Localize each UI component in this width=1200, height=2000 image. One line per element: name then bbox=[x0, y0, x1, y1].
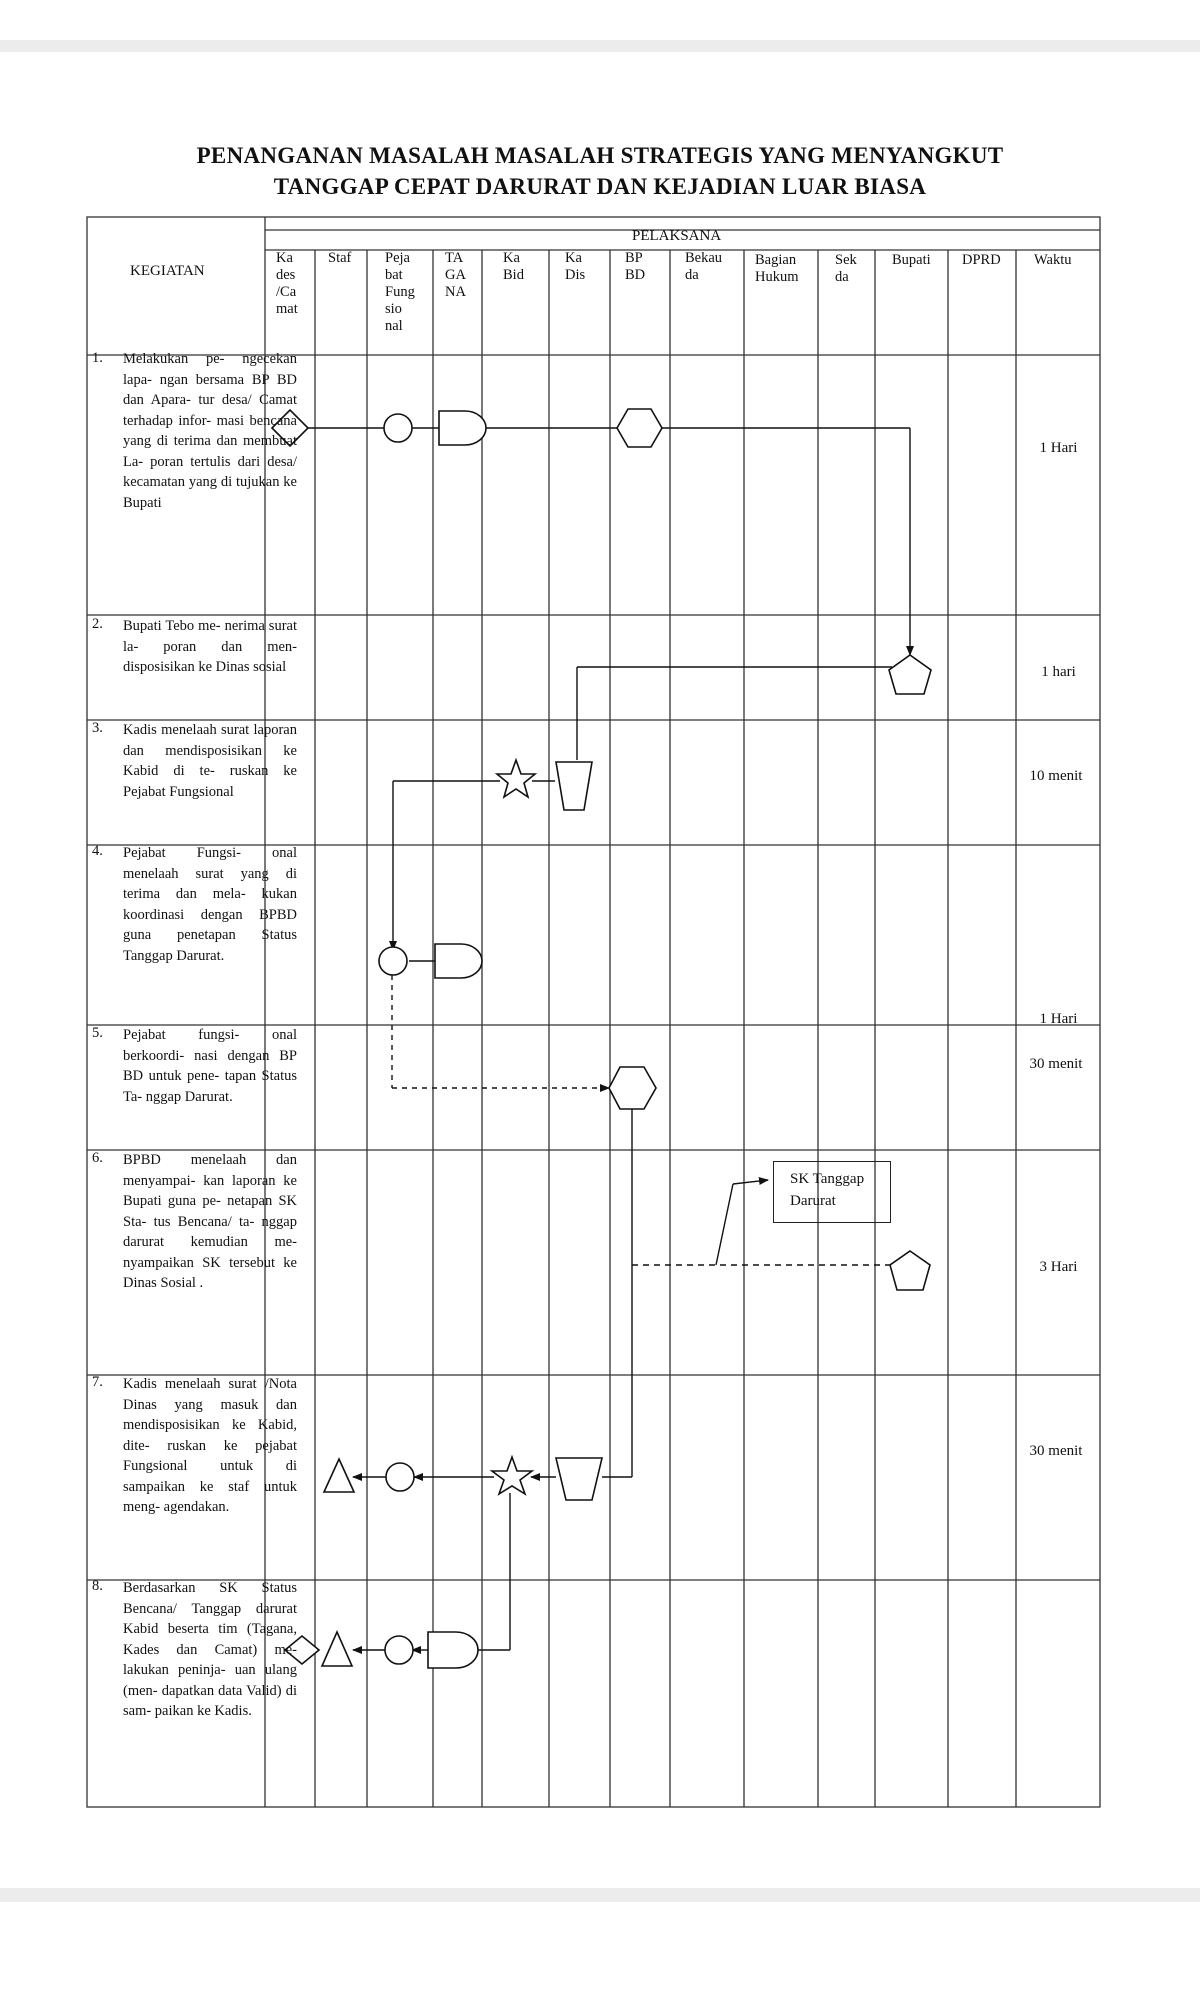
col-line: Hukum bbox=[755, 269, 799, 285]
triangle-symbol bbox=[322, 1457, 356, 1493]
pentagon-symbol bbox=[889, 1250, 931, 1291]
activity-text: Kadis menelaah surat /Nota Dinas yang ma… bbox=[123, 1376, 297, 1515]
col-line: Ka bbox=[503, 250, 520, 266]
col-line: Dis bbox=[565, 267, 586, 283]
column-header-sekda: Sek da bbox=[835, 252, 857, 286]
activity-text: Bupati Tebo me- nerima surat la- poran d… bbox=[123, 618, 297, 675]
activity-text: Kadis menelaah surat laporan dan mendisp… bbox=[123, 722, 297, 800]
column-header-bupati: Bupati bbox=[892, 252, 931, 269]
column-header-waktu: Waktu bbox=[1034, 252, 1072, 268]
row-number: 5. bbox=[92, 1025, 103, 1041]
col-line: Bekau bbox=[685, 250, 723, 266]
row-number: 8. bbox=[92, 1578, 103, 1594]
pentagon-symbol bbox=[888, 654, 932, 695]
activity-time: 1 Hari bbox=[1039, 1011, 1078, 1027]
activity-time: 10 menit bbox=[1029, 768, 1083, 784]
col-line: Ka bbox=[276, 250, 293, 266]
col-line: Bid bbox=[503, 267, 524, 283]
sk-box-line1: SK Tanggap bbox=[790, 1171, 865, 1187]
column-header-bekauda: Bekau da bbox=[685, 250, 722, 284]
row-number: 7. bbox=[92, 1374, 103, 1390]
column-header-staf: Staf bbox=[328, 250, 351, 267]
column-header-dprd: DPRD bbox=[962, 252, 1001, 269]
document-title-line1: PENANGANAN MASALAH MASALAH STRATEGIS YAN… bbox=[196, 143, 1004, 168]
row-number: 4. bbox=[92, 843, 103, 859]
col-line: BP bbox=[625, 250, 643, 266]
diamond-symbol bbox=[270, 408, 310, 448]
activity-time: 1 Hari bbox=[1039, 440, 1078, 456]
col-line: Ka bbox=[565, 250, 582, 266]
activity-time: 30 menit bbox=[1029, 1443, 1083, 1459]
circle-symbol bbox=[385, 1462, 415, 1492]
col-line: Staf bbox=[328, 250, 352, 266]
col-line: nal bbox=[385, 318, 403, 334]
activity-text: Pejabat Fungsi- onal menelaah surat yang… bbox=[123, 845, 297, 964]
col-line: TA bbox=[445, 250, 464, 266]
document-title-line2: TANGGAP CEPAT DARURAT DAN KEJADIAN LUAR … bbox=[273, 174, 927, 199]
activity-text: BPBD menelaah dan menyampai- kan laporan… bbox=[123, 1152, 297, 1291]
col-line: /Ca bbox=[276, 284, 297, 300]
hexagon-symbol bbox=[608, 1066, 657, 1110]
star-symbol bbox=[494, 757, 538, 799]
col-line: des bbox=[276, 267, 296, 283]
column-header-tagana: TA GA NA bbox=[445, 250, 466, 301]
activity-time: 3 Hari bbox=[1039, 1259, 1078, 1275]
triangle-symbol bbox=[320, 1630, 354, 1667]
column-header-pejabat-fungsional: Peja bat Fung sio nal bbox=[385, 250, 415, 335]
col-line: NA bbox=[445, 284, 466, 300]
activity-text: Pejabat fungsi- onal berkoordi- nasi den… bbox=[123, 1027, 297, 1105]
flow-connectors bbox=[304, 427, 914, 1654]
delay-symbol bbox=[434, 943, 483, 979]
sk-tanggap-darurat-box: SK Tanggap Darurat bbox=[773, 1161, 891, 1223]
table-grid bbox=[86, 216, 1101, 1808]
circle-symbol bbox=[383, 413, 413, 443]
hexagon-symbol bbox=[616, 408, 663, 448]
col-line: mat bbox=[276, 301, 298, 317]
manual-operation-symbol bbox=[555, 761, 593, 811]
row-number: 2. bbox=[92, 616, 103, 632]
kegiatan-header: KEGIATAN bbox=[130, 263, 205, 279]
col-line: Fung bbox=[385, 284, 415, 300]
column-header-kadis: Ka Dis bbox=[565, 250, 585, 284]
col-line: Bagian bbox=[755, 252, 797, 268]
col-line: Bupati bbox=[892, 252, 931, 268]
column-header-kades-camat: Ka des /Ca mat bbox=[276, 250, 298, 318]
circle-symbol bbox=[378, 946, 408, 976]
delay-symbol bbox=[438, 410, 487, 446]
activity-text: Berdasarkan SK Status Bencana/ Tanggap d… bbox=[123, 1580, 297, 1719]
column-header-kabid: Ka Bid bbox=[503, 250, 524, 284]
manual-operation-symbol bbox=[554, 1457, 604, 1501]
row-number: 3. bbox=[92, 720, 103, 736]
activity-time: 1 hari bbox=[1041, 664, 1076, 680]
delay-symbol bbox=[427, 1631, 479, 1669]
activity-time: 30 menit bbox=[1029, 1056, 1083, 1072]
row-number: 6. bbox=[92, 1150, 103, 1166]
diamond-symbol bbox=[283, 1634, 321, 1666]
scan-top-band bbox=[0, 40, 1200, 52]
flow-symbols bbox=[270, 408, 932, 1669]
col-line: Sek bbox=[835, 252, 857, 268]
circle-symbol bbox=[384, 1635, 414, 1665]
star-symbol bbox=[489, 1454, 535, 1496]
col-line: sio bbox=[385, 301, 402, 317]
activity-text: Melakukan pe- ngecekan lapa- ngan bersam… bbox=[123, 351, 297, 511]
sk-box-line2: Darurat bbox=[790, 1193, 836, 1209]
col-line: GA bbox=[445, 267, 466, 283]
column-header-bpbd: BP BD bbox=[625, 250, 645, 284]
pelaksana-header: PELAKSANA bbox=[632, 228, 722, 244]
col-line: bat bbox=[385, 267, 403, 283]
column-header-bagian-hukum: Bagian Hukum bbox=[755, 252, 799, 286]
col-line: da bbox=[835, 269, 849, 285]
scan-bottom-band bbox=[0, 1888, 1200, 1902]
col-line: da bbox=[685, 267, 699, 283]
col-line: BD bbox=[625, 267, 646, 283]
col-line: DPRD bbox=[962, 252, 1001, 268]
col-line: Peja bbox=[385, 250, 410, 266]
row-number: 1. bbox=[92, 350, 103, 366]
